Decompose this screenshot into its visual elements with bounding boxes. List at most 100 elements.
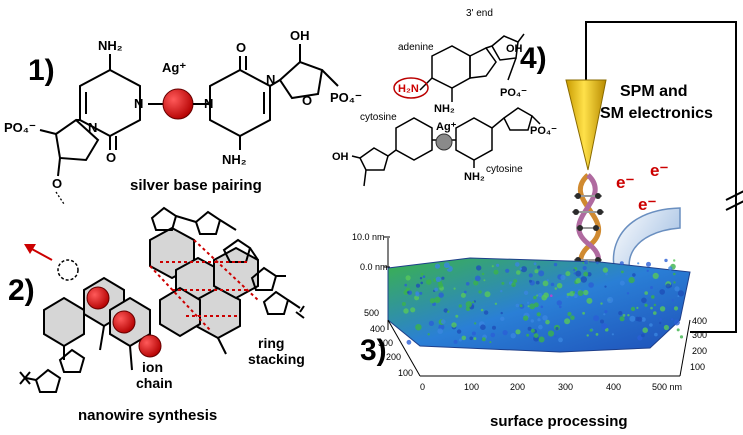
surface-speck xyxy=(538,293,543,297)
surface-speck xyxy=(673,281,676,284)
z-tick-0: 0.0 nm xyxy=(360,262,388,272)
surface-speck xyxy=(540,305,544,309)
surface-speck xyxy=(644,303,648,307)
surface-speck xyxy=(533,302,539,308)
surface-speck xyxy=(580,276,587,283)
surface-speck xyxy=(677,295,680,298)
surface-speck xyxy=(481,272,485,276)
surface-speck xyxy=(600,319,604,324)
surface-speck xyxy=(619,261,624,266)
surface-speck xyxy=(611,333,615,336)
surface-speck xyxy=(474,275,481,282)
surface-speck xyxy=(553,262,558,267)
surface-speck xyxy=(538,324,543,330)
surface-speck xyxy=(632,273,636,277)
surface-speck xyxy=(604,285,607,288)
surface-speck xyxy=(665,283,671,289)
surface-speck xyxy=(435,276,442,282)
svg-text:200: 200 xyxy=(386,352,401,362)
surface-speck xyxy=(554,335,557,338)
surface-speck xyxy=(602,267,609,273)
ion-chain-ball-2 xyxy=(112,310,136,334)
surface-speck xyxy=(533,333,539,338)
surface-speck xyxy=(588,282,594,288)
surface-speck xyxy=(583,271,589,277)
surface-speck xyxy=(455,314,459,318)
surface-speck xyxy=(593,315,600,322)
surface-speck xyxy=(510,333,516,339)
surface-speck xyxy=(516,270,521,275)
afm-surface xyxy=(387,257,691,353)
surface-speck xyxy=(460,292,466,298)
surface-speck xyxy=(513,279,518,283)
ion-chain-ball-1 xyxy=(86,286,110,310)
surface-speck xyxy=(676,328,680,332)
surface-speck xyxy=(659,289,665,295)
svg-text:300: 300 xyxy=(378,338,393,348)
surface-speck xyxy=(530,319,534,323)
oh-b-label: OH xyxy=(332,151,349,163)
svg-text:400: 400 xyxy=(692,316,707,326)
surface-speck xyxy=(415,324,422,331)
surface-speck xyxy=(573,294,578,298)
surface-speck xyxy=(582,311,585,315)
surface-speck xyxy=(542,280,549,287)
n-right-ring-label: N xyxy=(266,72,275,87)
surface-speck xyxy=(586,334,589,337)
nh2-adenine-label: NH₂ xyxy=(434,103,455,115)
surface-speck xyxy=(637,335,643,341)
surface-speck xyxy=(659,321,662,325)
surface-speck xyxy=(637,316,643,322)
surface-speck xyxy=(646,261,651,267)
surface-speck xyxy=(595,333,599,336)
surface-speck xyxy=(582,261,585,264)
surface-speck xyxy=(641,297,647,304)
surface-speck xyxy=(405,275,411,281)
svg-text:400: 400 xyxy=(606,382,621,392)
surface-speck xyxy=(659,318,662,321)
panel-3-surface: 3) 10.0 nm 0.0 nm 500 400 300 200 100 0 … xyxy=(352,232,707,430)
surface-speck xyxy=(406,339,412,345)
surface-speck xyxy=(654,332,658,337)
surface-speck xyxy=(443,262,450,269)
surface-speck xyxy=(434,263,441,269)
panel-3-caption: surface processing xyxy=(490,413,628,430)
surface-speck xyxy=(458,304,462,308)
surface-speck xyxy=(668,266,673,271)
surface-speck xyxy=(626,292,630,295)
surface-speck xyxy=(426,279,432,285)
panel-2-caption: nanowire synthesis xyxy=(78,407,217,424)
y-ticks-right: 100 200 300 400 xyxy=(690,316,707,372)
afm-tip xyxy=(565,79,607,171)
surface-speck xyxy=(489,341,492,344)
surface-speck xyxy=(543,292,549,299)
surface-speck xyxy=(500,311,503,315)
ag-plus-label-1: Ag⁺ xyxy=(162,60,186,75)
surface-speck xyxy=(447,310,450,313)
surface-speck xyxy=(463,290,467,294)
surface-speck xyxy=(637,262,640,265)
surface-speck xyxy=(596,261,599,265)
surface-speck xyxy=(650,286,653,289)
ion-label: ion xyxy=(142,359,163,375)
surface-speck xyxy=(556,300,562,306)
surface-speck xyxy=(570,315,575,321)
surface-speck xyxy=(554,287,558,290)
svg-text:500 nm: 500 nm xyxy=(652,382,682,392)
h2n-label: H₂N xyxy=(398,83,419,95)
surface-speck xyxy=(451,322,457,328)
surface-speck xyxy=(622,314,626,317)
surface-speck xyxy=(493,269,499,275)
surface-speck xyxy=(556,282,563,289)
o-left-sugar: O xyxy=(52,176,62,191)
surface-speck xyxy=(673,259,676,262)
surface-speck xyxy=(534,269,539,274)
svg-text:100: 100 xyxy=(464,382,479,392)
surface-speck xyxy=(474,322,477,325)
ion-chain-ball-3 xyxy=(138,334,162,358)
surface-speck xyxy=(649,323,653,327)
panel-2-number: 2) xyxy=(8,274,35,307)
svg-text:200: 200 xyxy=(510,382,525,392)
surface-speck xyxy=(566,295,569,299)
panel-2-nanowire-synthesis: 2) xyxy=(8,206,305,424)
